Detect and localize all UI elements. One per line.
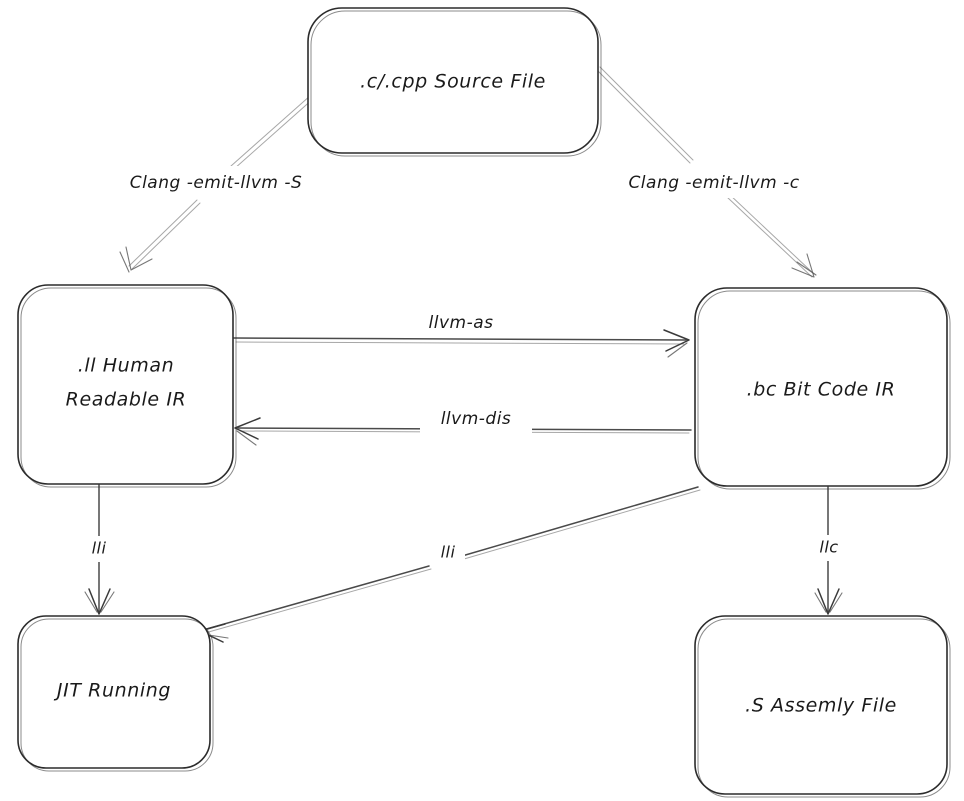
edge-bc-to-ll-arrowhead-extra xyxy=(236,430,257,446)
edge-ll-to-jit xyxy=(84,484,115,615)
edge-source-to-bc-seg2-a xyxy=(726,196,813,278)
node-bc-ir[interactable]: .bc Bit Code IR xyxy=(694,287,951,490)
node-ll-ir[interactable]: .ll Human Readable IR xyxy=(17,284,237,488)
edge-source-to-ll-seg1-b xyxy=(233,97,315,170)
edge-bc-to-jit-seg2-b xyxy=(204,568,432,634)
edge-label-llc: llc xyxy=(810,535,848,561)
edge-label-lli-vertical-text: lli xyxy=(92,539,107,558)
node-jit-running-label: JIT Running xyxy=(53,680,171,702)
edge-source-to-ll-seg2-b xyxy=(131,202,201,270)
edge-bc-to-ll-arrowhead xyxy=(234,417,261,440)
edge-bc-to-asm-arrowhead xyxy=(817,588,840,615)
edge-label-lli-diagonal: lli xyxy=(431,540,465,566)
edge-label-source-to-ll-bg xyxy=(100,166,332,198)
edge-source-to-ll-arrowhead xyxy=(125,246,153,271)
edge-ll-to-bc xyxy=(233,329,690,358)
node-ll-ir-label-line2: Readable IR xyxy=(66,389,187,411)
node-bc-ir-label: .bc Bit Code IR xyxy=(747,379,896,401)
node-source-file[interactable]: .c/.cpp Source File xyxy=(307,7,602,157)
edge-label-llvm-dis-text: llvm-dis xyxy=(441,409,512,429)
edge-bc-to-asm-arrowhead-extra xyxy=(814,592,843,613)
edge-label-llc-text: llc xyxy=(819,538,838,557)
edge-source-to-bc-seg1-a xyxy=(596,69,691,164)
edge-source-to-ll xyxy=(119,94,315,273)
node-asm-file-box xyxy=(694,615,948,795)
edge-source-to-ll-seg1-a xyxy=(230,94,312,167)
edge-label-source-to-bc-text: Clang -emit-llvm -c xyxy=(628,173,799,193)
edge-label-llvm-dis-bg xyxy=(420,405,532,433)
edge-ll-to-jit-arrowhead xyxy=(88,588,111,615)
edge-label-lli-diagonal-text: lli xyxy=(441,543,456,562)
node-bc-ir-box-ghost xyxy=(697,290,951,490)
edge-source-to-ll-arrowhead-extra xyxy=(119,251,130,273)
edge-source-to-bc-arrowhead-extra xyxy=(796,261,817,276)
node-asm-file-box-ghost xyxy=(697,618,951,798)
edge-ll-to-bc-line-b xyxy=(235,341,685,345)
edge-label-llvm-dis: llvm-dis xyxy=(420,405,532,433)
edge-bc-to-jit-seg1-a xyxy=(461,486,699,557)
edge-ll-to-bc-arrowhead-extra xyxy=(667,342,688,358)
node-bc-ir-box xyxy=(694,287,948,487)
edge-label-lli-diagonal-bg xyxy=(431,540,465,566)
edge-label-lli-vertical-bg xyxy=(82,536,116,562)
edge-label-llvm-as: llvm-as xyxy=(408,309,514,337)
edge-source-to-ll-seg2-a xyxy=(128,199,198,267)
node-jit-running[interactable]: JIT Running xyxy=(17,615,214,772)
edge-bc-to-asm xyxy=(814,486,843,615)
edge-label-lli-vertical: lli xyxy=(82,536,116,562)
edge-ll-to-bc-line-a xyxy=(233,337,687,341)
edge-label-llc-bg xyxy=(810,535,848,561)
edge-label-source-to-ll-text: Clang -emit-llvm -S xyxy=(130,173,303,193)
edge-source-to-bc-seg1-b xyxy=(599,66,694,161)
edge-ll-to-bc-arrowhead xyxy=(663,329,690,352)
node-source-file-box-ghost xyxy=(310,10,602,157)
edge-ll-to-jit-arrowhead-extra xyxy=(84,591,115,613)
node-source-file-label: .c/.cpp Source File xyxy=(360,71,546,93)
edge-label-source-to-bc-bg xyxy=(598,166,830,198)
node-jit-running-box-ghost xyxy=(20,618,214,772)
node-asm-file-label: .S Assemly File xyxy=(745,695,897,717)
node-ll-ir-box-ghost xyxy=(20,287,237,488)
edge-label-llvm-as-bg xyxy=(408,309,514,337)
node-ll-ir-label-line1: .ll Human xyxy=(78,355,175,377)
node-source-file-box xyxy=(307,7,599,154)
edge-label-source-to-ll: Clang -emit-llvm -S xyxy=(100,166,332,198)
edge-label-source-to-bc: Clang -emit-llvm -c xyxy=(598,166,830,198)
edge-bc-to-jit xyxy=(199,486,701,643)
node-jit-running-box xyxy=(17,615,211,769)
edge-source-to-bc xyxy=(596,66,817,278)
edge-label-llvm-as-text: llvm-as xyxy=(429,313,494,333)
edge-source-to-bc-seg2-b xyxy=(728,193,815,275)
node-ll-ir-box xyxy=(17,284,234,485)
edge-bc-to-jit-seg1-b xyxy=(463,489,701,560)
node-asm-file[interactable]: .S Assemly File xyxy=(694,615,951,798)
edge-bc-to-jit-seg2-a xyxy=(202,565,430,631)
